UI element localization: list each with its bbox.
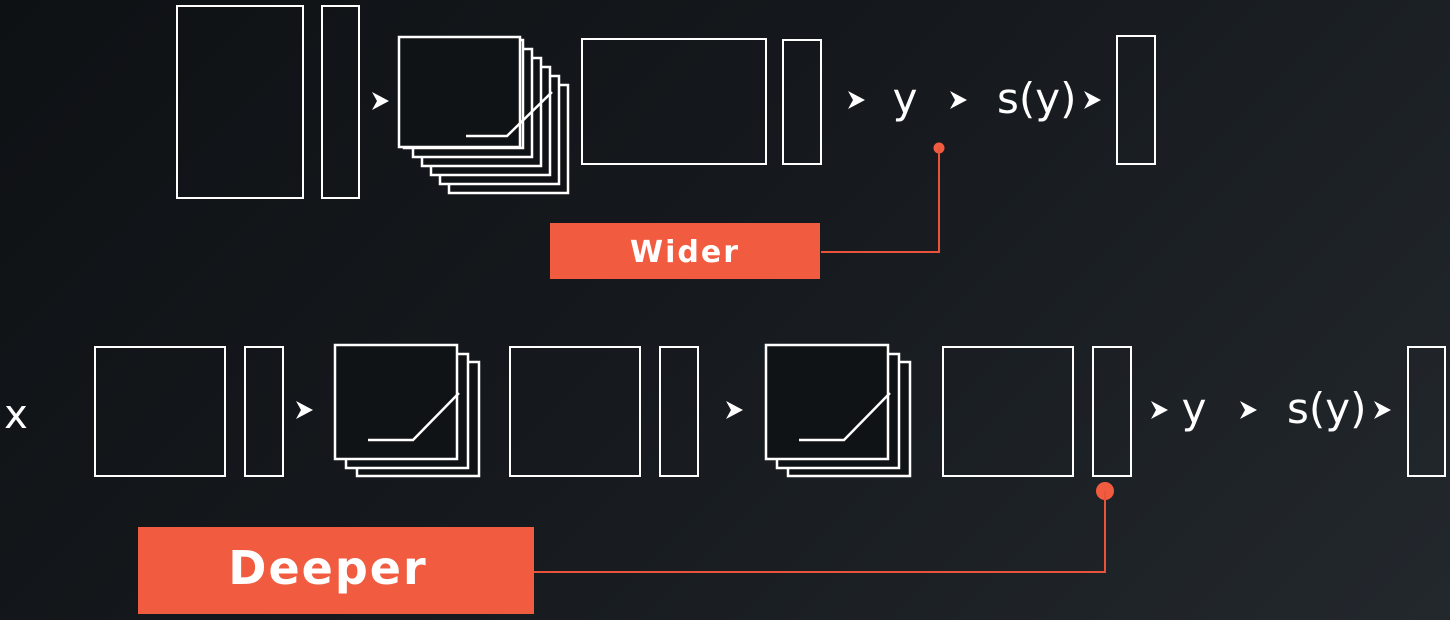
deep-hidden-box-2	[942, 346, 1074, 477]
deeper-callout-box	[138, 527, 534, 614]
wide-hidden-bias-box	[782, 39, 822, 165]
arrow-icon	[1084, 91, 1101, 109]
deep-relu-stack-2	[764, 343, 912, 478]
callout-connector	[534, 491, 1106, 573]
arrow-icon	[848, 91, 865, 109]
deep-network: x y s(y) Deeper	[4, 343, 1446, 614]
arrow-icon	[1151, 401, 1168, 419]
arrow-icon	[726, 401, 743, 419]
deep-relu-stack-1	[333, 343, 481, 478]
deep-input-label: x	[4, 392, 28, 438]
arrow-icon	[1374, 401, 1391, 419]
arrow-icon	[296, 401, 313, 419]
deep-hidden-box-1	[509, 346, 641, 477]
relu-curve-icon	[799, 392, 891, 442]
wider-callout: Wider	[550, 142, 945, 279]
deep-output-label: y	[1182, 384, 1207, 433]
relu-curve-icon	[466, 91, 553, 138]
arrow-icon	[1240, 401, 1257, 419]
wide-hidden-box	[581, 38, 767, 165]
deeper-callout: Deeper	[138, 482, 1114, 614]
deep-output-box	[1407, 346, 1446, 477]
wide-input-box	[176, 5, 304, 199]
callout-connector	[821, 148, 940, 253]
wide-output-box	[1116, 35, 1156, 165]
wider-callout-label: Wider	[630, 235, 740, 270]
deep-hidden-bias-box-2	[1092, 346, 1132, 477]
deep-input-box	[94, 346, 226, 477]
relu-curve-icon	[368, 392, 460, 442]
wide-relu-stack	[397, 35, 570, 195]
wide-network: y s(y) Wider	[176, 5, 1156, 279]
wider-callout-box	[550, 223, 820, 279]
arrow-icon	[950, 91, 967, 109]
deep-hidden-bias-box-1	[659, 346, 699, 477]
wide-output-label: y	[893, 74, 918, 123]
arrow-icon	[372, 92, 389, 110]
deep-input-bias-box	[244, 346, 284, 477]
wide-softmax-label: s(y)	[997, 74, 1077, 123]
wide-bias-box	[321, 5, 360, 199]
deep-softmax-label: s(y)	[1287, 384, 1367, 433]
deeper-callout-label: Deeper	[228, 541, 427, 595]
